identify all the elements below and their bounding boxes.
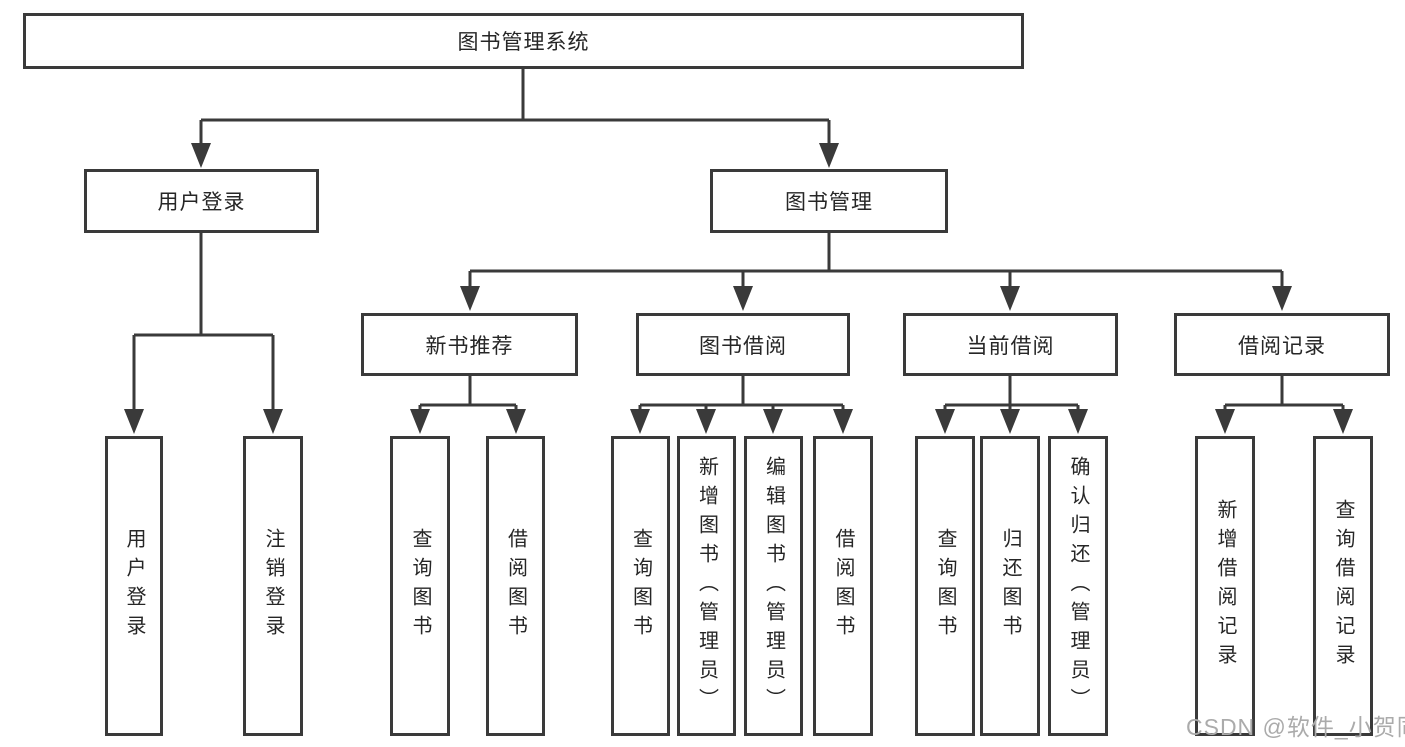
node-new-book-recommendation: 新书推荐 [361,313,578,376]
node-label: 注销登录 [262,528,284,644]
node-borrow-books-2: 借阅图书 [813,436,873,736]
node-edit-books-admin: 编辑图书（管理员） [744,436,803,736]
node-label: 当前借阅 [966,334,1055,358]
node-user-login: 用户登录 [84,169,319,233]
node-label: 编辑图书（管理员） [762,455,785,717]
node-book-borrowing: 图书借阅 [636,313,850,376]
node-confirm-return-admin: 确认归还（管理员） [1048,436,1108,736]
node-label: 查询图书 [409,528,431,644]
node-library-management-system: 图书管理系统 [23,13,1024,69]
tree-edges [132,68,1345,412]
node-label: 用户登录 [123,528,145,644]
node-query-books-2: 查询图书 [611,436,670,736]
node-current-borrowing: 当前借阅 [903,313,1118,376]
csdn-watermark: CSDN @软件_小贺同学 [1186,714,1405,740]
node-label: 新增借阅记录 [1214,499,1236,673]
node-query-borrow-record: 查询借阅记录 [1313,436,1373,736]
node-label: 查询借阅记录 [1332,499,1354,673]
node-label: 用户登录 [157,191,246,214]
node-label: 图书借阅 [699,334,787,358]
node-label: 确认归还（管理员） [1067,455,1089,717]
node-add-books-admin: 新增图书（管理员） [677,436,736,736]
node-add-borrow-record: 新增借阅记录 [1195,436,1255,736]
node-logout: 注销登录 [243,436,303,736]
node-label: 借阅图书 [504,528,527,644]
node-return-books: 归还图书 [980,436,1040,736]
node-label: 新书推荐 [425,334,514,358]
node-label: 查询图书 [934,528,956,644]
node-book-management: 图书管理 [710,169,948,233]
node-label: 借阅图书 [832,528,854,644]
node-query-books-3: 查询图书 [915,436,975,736]
node-label: 归还图书 [999,528,1021,644]
node-query-books-1: 查询图书 [390,436,450,736]
node-label: 借阅记录 [1238,334,1326,358]
node-label: 图书管理 [785,191,873,214]
node-label: 查询图书 [629,528,652,644]
node-borrow-books-1: 借阅图书 [486,436,545,736]
node-label: 图书管理系统 [457,31,590,54]
node-borrowing-records: 借阅记录 [1174,313,1390,376]
node-user-login-leaf: 用户登录 [105,436,163,736]
node-label: 新增图书（管理员） [695,455,718,717]
